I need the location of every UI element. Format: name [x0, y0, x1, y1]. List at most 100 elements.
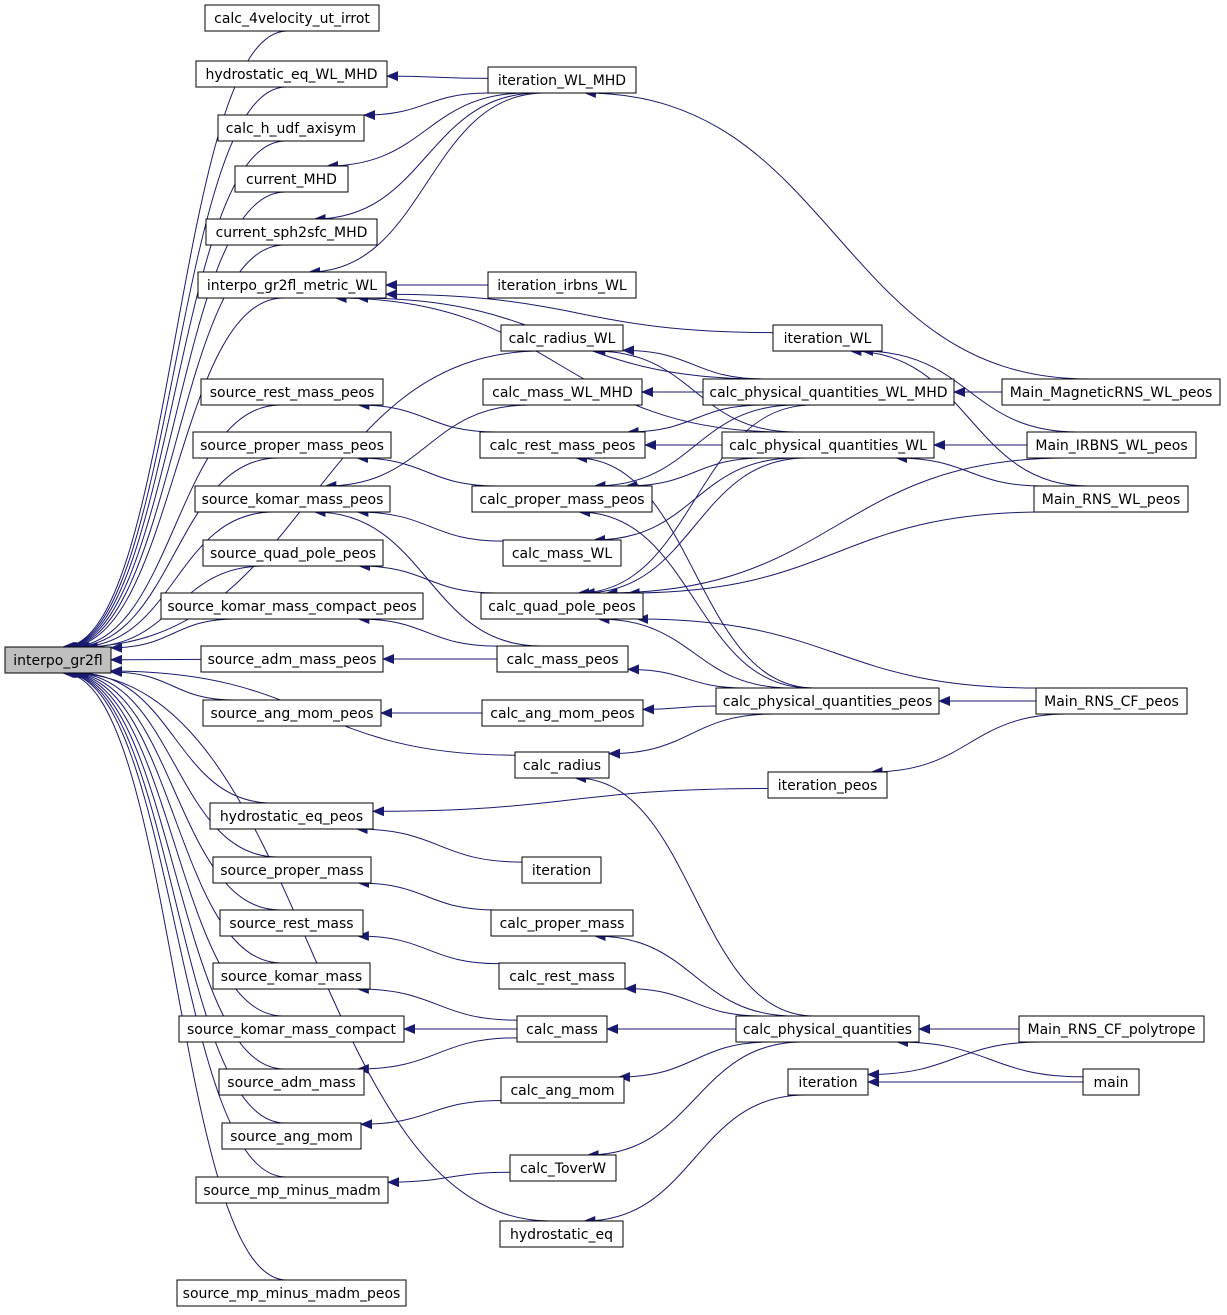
node-calc_ang_mom_peos[interactable]: calc_ang_mom_peos: [481, 699, 644, 727]
edge-iteration_WL_MHD-to-interpo_gr2fl_metric_WL: [308, 92, 545, 277]
node-calc_mass_WL_MHD[interactable]: calc_mass_WL_MHD: [482, 378, 643, 406]
node-source_ang_mom[interactable]: source_ang_mom: [221, 1122, 362, 1150]
node-iteration_irbns_WL[interactable]: iteration_irbns_WL: [487, 271, 637, 299]
node-source_mp_minus_madm[interactable]: source_mp_minus_madm: [195, 1176, 389, 1204]
node-box: [160, 592, 424, 620]
node-source_komar_mass_compact_peos[interactable]: source_komar_mass_compact_peos: [160, 592, 424, 620]
node-Main_RNS_CF_polytrope[interactable]: Main_RNS_CF_polytrope: [1018, 1015, 1205, 1043]
node-source_quad_pole_peos[interactable]: source_quad_pole_peos: [202, 539, 384, 567]
node-current_MHD[interactable]: current_MHD: [234, 165, 349, 193]
node-box: [218, 1068, 365, 1096]
node-calc_ToverW[interactable]: calc_ToverW: [509, 1154, 617, 1182]
edge-calc_physical_quantities-to-calc_ang_mom: [617, 1041, 772, 1082]
node-interpo_gr2fl_metric_WL[interactable]: interpo_gr2fl_metric_WL: [197, 271, 387, 299]
node-source_rest_mass_peos[interactable]: source_rest_mass_peos: [200, 378, 384, 406]
node-iteration_2[interactable]: iteration: [787, 1068, 869, 1096]
node-label: calc_h_udf_axisym: [226, 121, 356, 137]
node-Main_MagneticRNS_WL_peos[interactable]: Main_MagneticRNS_WL_peos: [1001, 378, 1221, 406]
node-box: [192, 431, 392, 459]
node-Main_RNS_WL_peos[interactable]: Main_RNS_WL_peos: [1033, 485, 1189, 513]
edge-calc_mass-to-source_adm_mass: [356, 1037, 518, 1074]
node-box: [500, 324, 624, 352]
node-label: calc_radius: [523, 758, 601, 774]
node-calc_proper_mass_peos[interactable]: calc_proper_mass_peos: [471, 485, 653, 513]
node-source_komar_mass_compact[interactable]: source_komar_mass_compact: [178, 1015, 405, 1043]
node-box: [1082, 1068, 1140, 1096]
node-calc_rest_mass[interactable]: calc_rest_mass: [498, 962, 626, 990]
node-iteration_WL[interactable]: iteration_WL: [772, 324, 883, 352]
node-calc_physical_quantities[interactable]: calc_physical_quantities: [735, 1015, 920, 1043]
node-source_proper_mass_peos[interactable]: source_proper_mass_peos: [192, 431, 392, 459]
edges-layer: [61, 30, 1089, 1281]
node-box: [1018, 1015, 1205, 1043]
node-calc_mass_peos[interactable]: calc_mass_peos: [496, 645, 629, 673]
node-label: calc_radius_WL: [509, 331, 616, 347]
edge-iteration_WL_MHD-to-current_MHD: [326, 92, 527, 171]
node-current_sph2sfc_MHD[interactable]: current_sph2sfc_MHD: [205, 218, 378, 246]
node-calc_rest_mass_peos[interactable]: calc_rest_mass_peos: [479, 431, 646, 459]
edge-source_rest_mass-to-interpo_gr2fl: [68, 668, 280, 911]
node-main[interactable]: main: [1082, 1068, 1140, 1096]
node-iteration[interactable]: iteration: [521, 856, 602, 884]
node-box: [481, 699, 644, 727]
node-box: [516, 1015, 608, 1043]
node-box: [496, 645, 629, 673]
node-iteration_peos[interactable]: iteration_peos: [767, 771, 888, 799]
node-box: [217, 114, 365, 142]
node-source_proper_mass[interactable]: source_proper_mass: [212, 856, 372, 884]
edge-source_ang_mom_peos-to-interpo_gr2fl: [110, 667, 235, 701]
edge-source_ang_mom-to-interpo_gr2fl: [63, 668, 286, 1124]
edge-Main_RNS_CF_polytrope-to-iteration_2: [867, 1041, 1042, 1080]
node-calc_proper_mass[interactable]: calc_proper_mass: [490, 909, 634, 937]
node-box: [702, 378, 955, 406]
node-source_adm_mass[interactable]: source_adm_mass: [218, 1068, 365, 1096]
node-source_adm_mass_peos[interactable]: source_adm_mass_peos: [200, 645, 384, 673]
node-calc_mass[interactable]: calc_mass: [516, 1015, 608, 1043]
node-box: [490, 909, 634, 937]
node-label: hydrostatic_eq_peos: [220, 809, 363, 825]
node-Main_IRBNS_WL_peos[interactable]: Main_IRBNS_WL_peos: [1026, 431, 1197, 459]
node-box: [200, 645, 384, 673]
node-label: calc_physical_quantities_WL: [729, 438, 927, 454]
node-hydrostatic_eq_peos[interactable]: hydrostatic_eq_peos: [209, 802, 374, 830]
node-calc_4velocity_ut_irrot[interactable]: calc_4velocity_ut_irrot: [204, 4, 380, 32]
node-source_komar_mass[interactable]: source_komar_mass: [212, 962, 371, 990]
node-label: calc_physical_quantities_WL_MHD: [709, 385, 947, 401]
node-hydrostatic_eq_WL_MHD[interactable]: hydrostatic_eq_WL_MHD: [195, 60, 388, 88]
node-source_ang_mom_peos[interactable]: source_ang_mom_peos: [202, 699, 382, 727]
node-box: [509, 1154, 617, 1182]
node-calc_ang_mom[interactable]: calc_ang_mom: [500, 1076, 625, 1104]
node-label: Main_RNS_WL_peos: [1042, 492, 1181, 508]
node-calc_physical_quantities_peos[interactable]: calc_physical_quantities_peos: [715, 687, 940, 715]
node-Main_RNS_CF_peos[interactable]: Main_RNS_CF_peos: [1035, 687, 1188, 715]
node-label: hydrostatic_eq_WL_MHD: [205, 67, 377, 83]
node-label: Main_RNS_CF_polytrope: [1028, 1022, 1196, 1038]
node-calc_h_udf_axisym[interactable]: calc_h_udf_axisym: [217, 114, 365, 142]
node-calc_radius[interactable]: calc_radius: [514, 751, 610, 779]
edge-Main_MagneticRNS_WL_peos-to-iteration_WL_MHD: [583, 88, 1089, 380]
node-interpo_gr2fl[interactable]: interpo_gr2fl: [4, 646, 112, 674]
node-box: [767, 771, 888, 799]
node-source_komar_mass_peos[interactable]: source_komar_mass_peos: [194, 485, 391, 513]
node-calc_mass_WL[interactable]: calc_mass_WL: [502, 539, 622, 567]
edge-calc_mass_peos-to-source_komar_mass_compact_peos: [357, 614, 498, 647]
node-source_mp_minus_madm_peos[interactable]: source_mp_minus_madm_peos: [176, 1279, 407, 1307]
node-hydrostatic_eq[interactable]: hydrostatic_eq: [499, 1220, 624, 1248]
edge-iteration_2-to-hydrostatic_eq: [583, 1094, 806, 1226]
node-calc_quad_pole_peos[interactable]: calc_quad_pole_peos: [480, 592, 644, 620]
node-label: source_ang_mom_peos: [210, 706, 373, 722]
node-box: [721, 431, 935, 459]
node-calc_radius_WL[interactable]: calc_radius_WL: [500, 324, 624, 352]
node-calc_physical_quantities_WL_MHD[interactable]: calc_physical_quantities_WL_MHD: [702, 378, 955, 406]
node-label: calc_physical_quantities: [743, 1022, 912, 1038]
node-label: current_sph2sfc_MHD: [216, 225, 368, 241]
node-iteration_WL_MHD[interactable]: iteration_WL_MHD: [487, 66, 637, 94]
node-label: calc_mass_WL: [512, 546, 613, 562]
node-label: iteration_WL: [784, 331, 872, 347]
node-box: [482, 378, 643, 406]
node-label: interpo_gr2fl_metric_WL: [207, 278, 377, 294]
node-source_rest_mass[interactable]: source_rest_mass: [219, 909, 364, 937]
edge-source_proper_mass_peos-to-interpo_gr2fl: [71, 457, 278, 652]
node-calc_physical_quantities_WL[interactable]: calc_physical_quantities_WL: [721, 431, 935, 459]
